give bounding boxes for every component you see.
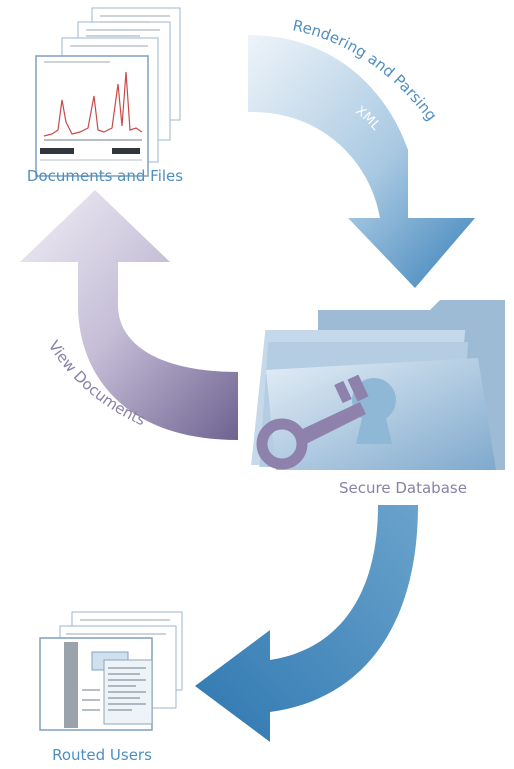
key-icon [256,374,369,470]
routed-users-label: Routed Users [52,746,152,764]
routed-users-screens [39,611,183,731]
document-spectrum-page [35,55,149,177]
secure-database-folder [251,300,505,470]
database-label: Secure Database [339,479,467,497]
view-flow-arrow [20,190,238,440]
render-flow-arrow [248,35,475,288]
documents-stack [35,7,181,177]
documents-label: Documents and Files [27,167,183,185]
routing-flow-arrow [195,505,418,742]
spectrum-trace [43,71,143,137]
